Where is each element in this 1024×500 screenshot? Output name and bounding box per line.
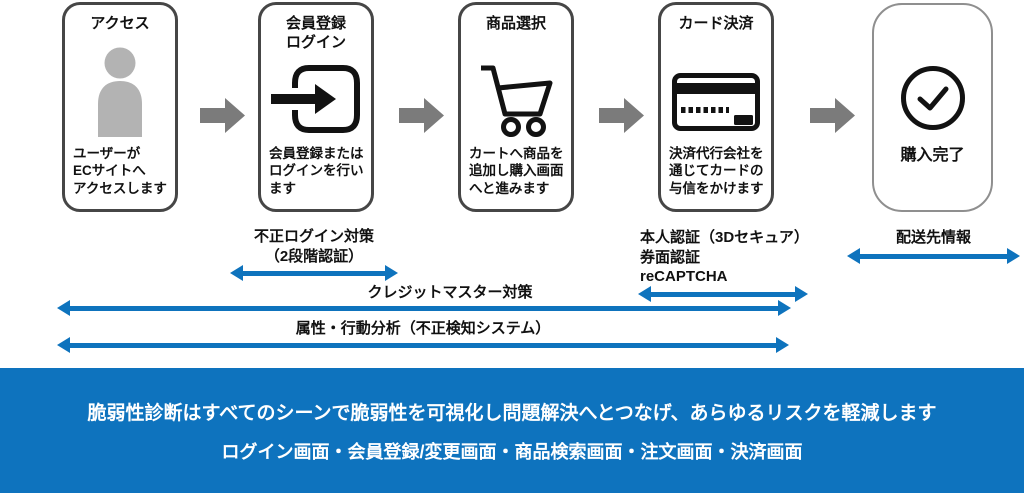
login-icon [271, 65, 360, 133]
double-arrow-behavior-analysis [57, 337, 789, 353]
double-arrow-identity-verification [638, 286, 808, 302]
step-card-payment: カード決済 決済代行会社を 通じてカードの 与信をかけます [658, 2, 774, 212]
check-circle-icon [900, 66, 965, 130]
double-arrow-credit-master [57, 300, 791, 316]
credit-card-icon [672, 73, 760, 131]
step-card-access: アクセス ユーザーが ECサイトへ アクセスします [62, 2, 178, 212]
step-desc-access: ユーザーが ECサイトへ アクセスします [73, 145, 167, 196]
flow-arrow-icon [200, 98, 245, 133]
step-title-access: アクセス [90, 15, 150, 32]
vulnerability-banner: 脆弱性診断はすべてのシーンで脆弱性を可視化し問題解決へとつなげ、あらゆるリスクを… [0, 368, 1024, 493]
flow-arrow-icon [399, 98, 444, 133]
user-icon [98, 47, 142, 137]
banner-headline: 脆弱性診断はすべてのシーンで脆弱性を可視化し問題解決へとつなげ、あらゆるリスクを… [87, 402, 937, 424]
step-title-login: 会員登録 ログイン [285, 15, 346, 51]
step-desc-product: カートへ商品を 追加し購入画面 へと進みます [469, 145, 564, 196]
flow-arrow-icon [599, 98, 644, 133]
banner-screens-list: ログイン画面・会員登録/変更画面・商品検索画面・注文画面・決済画面 [221, 441, 803, 462]
measure-label-credit-master: クレジットマスター対策 [367, 284, 533, 301]
measure-label-identity-verification: 本人認証（3Dセキュア） 券面認証 reCAPTCHA [640, 229, 809, 285]
measure-label-shipping-info: 配送先情報 [895, 229, 971, 246]
step-title-product: 商品選択 [485, 15, 546, 32]
cart-icon [481, 65, 553, 137]
double-arrow-shipping-info [847, 248, 1020, 264]
step-card-product: 商品選択 カートへ商品を 追加し購入画面 へと進みます [458, 2, 574, 212]
step-card-login: 会員登録 ログイン 会員登録または ログインを行い ます [258, 2, 374, 212]
step-desc-payment: 決済代行会社を 通じてカードの 与信をかけます [669, 145, 764, 196]
measure-label-behavior-analysis: 属性・行動分析（不正検知システム） [295, 320, 551, 337]
step-desc-login: 会員登録または ログインを行い ます [269, 145, 364, 196]
measure-label-login-protection: 不正ログイン対策 （2段階認証） [253, 228, 374, 265]
step-title-payment: カード決済 [678, 15, 754, 32]
double-arrow-login-protection [230, 265, 398, 281]
step-card-complete: 購入完了 [872, 3, 993, 212]
flow-arrow-icon [810, 98, 855, 133]
step-title-complete: 購入完了 [900, 147, 965, 164]
